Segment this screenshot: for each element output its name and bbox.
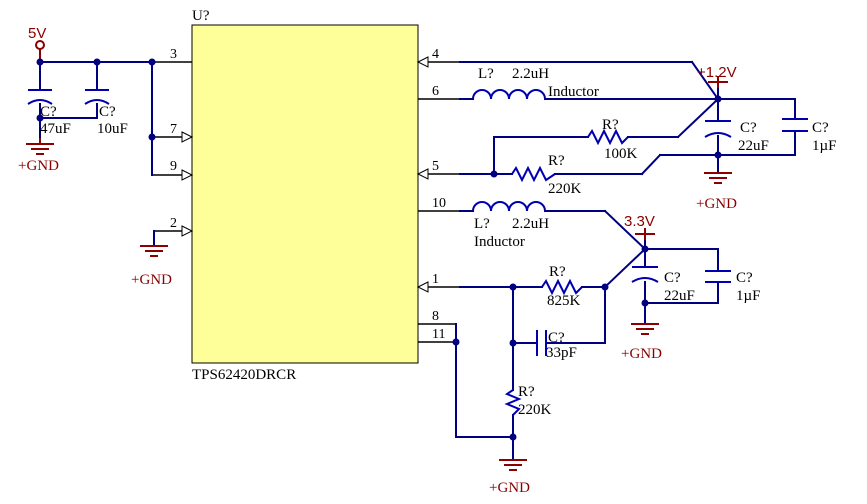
pin-4[interactable]: 4 bbox=[416, 47, 460, 68]
out1-wires bbox=[459, 60, 796, 176]
svg-text:825K: 825K bbox=[547, 293, 581, 309]
svg-text:C?: C? bbox=[99, 104, 116, 120]
pin-6[interactable]: 6 bbox=[418, 84, 460, 100]
svg-text:10: 10 bbox=[432, 196, 446, 211]
svg-text:2.2uH: 2.2uH bbox=[512, 216, 549, 232]
svg-text:11: 11 bbox=[432, 327, 445, 342]
svg-text:1: 1 bbox=[432, 272, 439, 287]
svg-text:22uF: 22uF bbox=[738, 138, 769, 154]
svg-text:+GND: +GND bbox=[696, 196, 737, 212]
pin-8[interactable]: 8 bbox=[418, 309, 456, 325]
resistor-r-220k-fb1[interactable]: R? 220K bbox=[511, 153, 582, 197]
resistor-r-100k[interactable]: R? 100K bbox=[587, 117, 638, 162]
pin-1[interactable]: 1 bbox=[416, 272, 460, 293]
svg-text:8: 8 bbox=[432, 309, 439, 324]
capacitor-c-22uf-out1[interactable]: C? 22uF bbox=[704, 120, 769, 154]
ground-symbol-input[interactable]: +GND bbox=[18, 138, 59, 174]
svg-text:C?: C? bbox=[736, 270, 753, 286]
svg-text:6: 6 bbox=[432, 84, 439, 99]
svg-text:C?: C? bbox=[40, 104, 57, 120]
svg-text:2: 2 bbox=[170, 216, 177, 231]
junction bbox=[93, 58, 101, 66]
svg-text:22uF: 22uF bbox=[664, 288, 695, 304]
svg-text:+GND: +GND bbox=[621, 346, 662, 362]
ground-symbol-pin2[interactable]: +GND bbox=[131, 230, 172, 288]
junction bbox=[714, 151, 722, 159]
svg-text:C?: C? bbox=[740, 120, 757, 136]
capacitor-c-47uf[interactable]: C? 47uF bbox=[27, 89, 71, 137]
svg-text:L?: L? bbox=[478, 66, 494, 82]
svg-text:220K: 220K bbox=[548, 181, 582, 197]
junction bbox=[714, 95, 722, 103]
junction bbox=[36, 114, 44, 122]
svg-text:C?: C? bbox=[812, 120, 829, 136]
inductor-l2[interactable]: L? 2.2uH Inductor bbox=[472, 201, 549, 250]
junction bbox=[148, 133, 156, 141]
pin-10[interactable]: 10 bbox=[418, 196, 460, 212]
junction bbox=[509, 433, 517, 441]
pin-2[interactable]: 2 bbox=[154, 216, 194, 237]
svg-text:100K: 100K bbox=[604, 146, 638, 162]
svg-text:+GND: +GND bbox=[489, 480, 530, 496]
ground-symbol-out2[interactable]: +GND bbox=[621, 323, 662, 362]
svg-text:+GND: +GND bbox=[18, 158, 59, 174]
junction bbox=[148, 58, 156, 66]
junction bbox=[36, 58, 44, 66]
pin-3[interactable]: 3 bbox=[152, 47, 192, 63]
capacitor-c-1uf-out1[interactable]: C? 1µF bbox=[782, 118, 837, 154]
svg-text:2.2uH: 2.2uH bbox=[512, 66, 549, 82]
ic-designator: U? bbox=[192, 8, 210, 24]
junction bbox=[509, 339, 517, 347]
svg-text:3.3V: 3.3V bbox=[624, 213, 655, 230]
junction bbox=[509, 283, 517, 291]
junction bbox=[641, 299, 649, 307]
power-symbol-3v3[interactable]: 3.3V bbox=[624, 213, 655, 240]
svg-text:1µF: 1µF bbox=[736, 288, 761, 304]
ic-part-number: TPS62420DRCR bbox=[192, 367, 296, 383]
svg-text:5: 5 bbox=[432, 159, 439, 174]
inductor-l1[interactable]: L? 2.2uH Inductor bbox=[472, 66, 599, 100]
pin-5[interactable]: 5 bbox=[416, 159, 460, 180]
svg-text:10uF: 10uF bbox=[97, 121, 128, 137]
svg-text:5V: 5V bbox=[28, 25, 46, 42]
pin-7[interactable]: 7 bbox=[152, 122, 194, 143]
svg-text:220K: 220K bbox=[518, 402, 552, 418]
svg-text:L?: L? bbox=[474, 216, 490, 232]
svg-text:4: 4 bbox=[432, 47, 439, 62]
svg-text:7: 7 bbox=[170, 122, 177, 137]
power-symbol-5v[interactable]: 5V bbox=[28, 25, 46, 62]
resistor-r-825k[interactable]: R? 825K bbox=[541, 264, 583, 309]
pin-9[interactable]: 9 bbox=[152, 159, 194, 181]
svg-text:3: 3 bbox=[170, 47, 177, 62]
svg-text:C?: C? bbox=[664, 270, 681, 286]
capacitor-c-22uf-out2[interactable]: C? 22uF bbox=[631, 266, 695, 304]
svg-text:R?: R? bbox=[549, 264, 566, 280]
svg-text:C?: C? bbox=[548, 330, 565, 346]
ground-symbol-out1[interactable]: +GND bbox=[696, 172, 737, 212]
junction bbox=[452, 338, 460, 346]
capacitor-c-33pf[interactable]: C? 33pF bbox=[536, 330, 577, 361]
power-symbol-1v2[interactable]: +1.2V bbox=[697, 64, 737, 88]
junction bbox=[601, 283, 609, 291]
junction bbox=[641, 245, 649, 253]
svg-text:Inductor: Inductor bbox=[548, 84, 599, 100]
capacitor-c-10uf[interactable]: C? 10uF bbox=[84, 89, 128, 137]
ground-symbol-bottom[interactable]: +GND bbox=[489, 459, 530, 496]
resistor-r-220k-fb2[interactable]: R? 220K bbox=[504, 384, 552, 418]
capacitor-c-1uf-out2[interactable]: C? 1µF bbox=[705, 270, 761, 304]
svg-text:R?: R? bbox=[518, 384, 535, 400]
svg-text:1µF: 1µF bbox=[812, 138, 837, 154]
svg-text:+GND: +GND bbox=[131, 272, 172, 288]
junction bbox=[490, 170, 498, 178]
ic-body[interactable] bbox=[191, 24, 419, 364]
svg-text:R?: R? bbox=[548, 153, 565, 169]
svg-text:47uF: 47uF bbox=[40, 121, 71, 137]
svg-text:+1.2V: +1.2V bbox=[697, 64, 737, 81]
svg-text:R?: R? bbox=[602, 117, 619, 133]
svg-text:Inductor: Inductor bbox=[474, 234, 525, 250]
svg-text:33pF: 33pF bbox=[546, 345, 577, 361]
pin-11[interactable]: 11 bbox=[418, 327, 456, 343]
svg-text:9: 9 bbox=[170, 159, 177, 174]
